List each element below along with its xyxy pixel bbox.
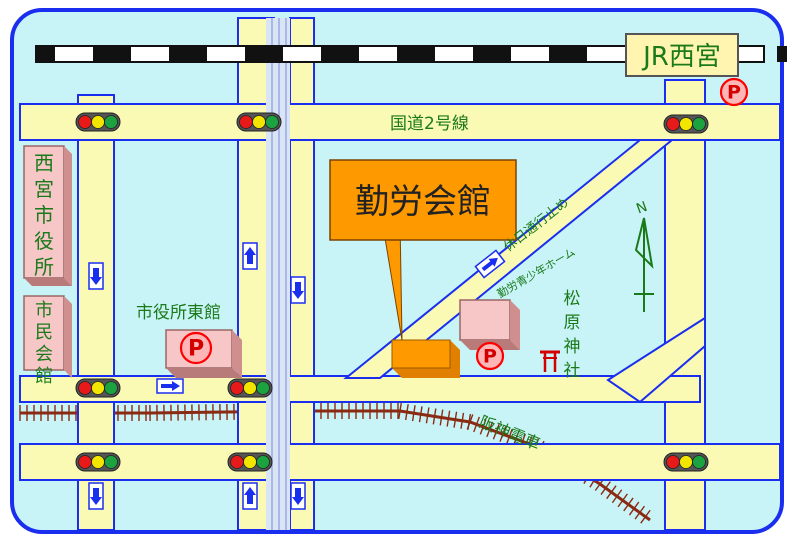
parking-icon: P — [179, 331, 213, 365]
one-way-arrow-icon — [88, 262, 104, 290]
one-way-arrow-icon — [474, 249, 506, 279]
traffic-signal-icon — [663, 114, 709, 134]
one-way-arrow-icon — [88, 482, 104, 510]
north-label: N — [634, 199, 649, 218]
parking-label: P — [483, 346, 497, 368]
traffic-signal-icon — [663, 452, 709, 472]
road-diagonal-holiday-closed — [343, 139, 675, 379]
road-south-horizontal — [19, 443, 781, 481]
traffic-signal-icon — [75, 452, 121, 472]
road-diagonal-east — [606, 316, 706, 404]
one-way-arrows — [88, 242, 506, 510]
citizen-hall-label: 市民会館 — [35, 300, 53, 387]
one-way-arrow-icon — [242, 242, 258, 270]
parking-markers: P P P — [179, 77, 749, 371]
traffic-signal-icon — [227, 378, 273, 398]
citizen-hall-building: 市民会館 — [23, 295, 72, 387]
shrine-label: 松原神社 — [564, 289, 581, 381]
one-way-arrow-icon — [290, 482, 306, 510]
north-arrow-icon: N — [634, 199, 654, 312]
traffic-signal-icon — [75, 112, 121, 132]
kinro-kaikan-callout: 勤労会館 — [329, 159, 517, 341]
road-route2 — [19, 103, 781, 141]
city-hall-building: 西宮市役所 — [23, 145, 72, 286]
parking-icon: P — [475, 341, 505, 371]
parking-icon: P — [719, 77, 749, 107]
shrine-icon — [540, 350, 560, 372]
traffic-signal-icon — [236, 112, 282, 132]
road-network — [19, 17, 781, 531]
jr-nishinomiya-station: JR西宮 — [625, 33, 739, 77]
route2-label: 国道2号線 — [390, 114, 469, 134]
youth-home-building — [459, 299, 520, 350]
parking-label: P — [727, 82, 741, 104]
traffic-signals — [75, 112, 709, 472]
parking-label: P — [188, 337, 204, 362]
city-hall-label: 西宮市役所 — [34, 151, 54, 279]
kinro-kaikan-label: 勤労会館 — [355, 182, 491, 222]
traffic-signal-icon — [227, 452, 273, 472]
road-middle-horizontal — [19, 375, 701, 403]
river — [266, 18, 290, 530]
station-label: JR西宮 — [641, 42, 721, 72]
kinro-kaikan-building — [391, 339, 460, 378]
city-hall-east-label: 市役所東館 — [136, 303, 221, 323]
one-way-arrow-icon — [242, 482, 258, 510]
traffic-signal-icon — [75, 378, 121, 398]
one-way-arrow-icon — [156, 378, 184, 394]
one-way-arrow-icon — [290, 276, 306, 304]
